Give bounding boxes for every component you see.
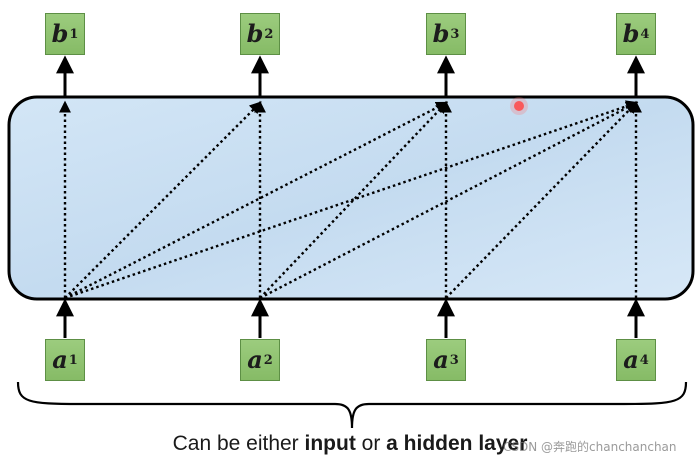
caption-prefix: Can be either (172, 432, 305, 455)
caption-middle: or (355, 432, 387, 455)
attention-link-a1-b2 (64, 101, 262, 299)
self-attention-block (7, 95, 695, 301)
caption: Can be either input or a hidden layer (0, 432, 700, 456)
attention-connections (59, 100, 642, 300)
laser-pointer-dot (514, 101, 524, 111)
attention-link-a3-b4 (445, 101, 638, 299)
caption-bold-hidden-layer: a hidden layer (386, 432, 528, 455)
attention-link-a1-b4 (64, 100, 639, 300)
caption-bold-input: input (304, 432, 356, 455)
laser-pointer-glow (510, 97, 528, 115)
solid-arrows (56, 55, 645, 338)
attention-link-a2-b3 (259, 101, 448, 299)
curly-brace (16, 381, 688, 429)
attention-link-a2-b4 (259, 101, 639, 300)
watermark: CSDN @奔跑的chanchanchan (503, 440, 677, 454)
